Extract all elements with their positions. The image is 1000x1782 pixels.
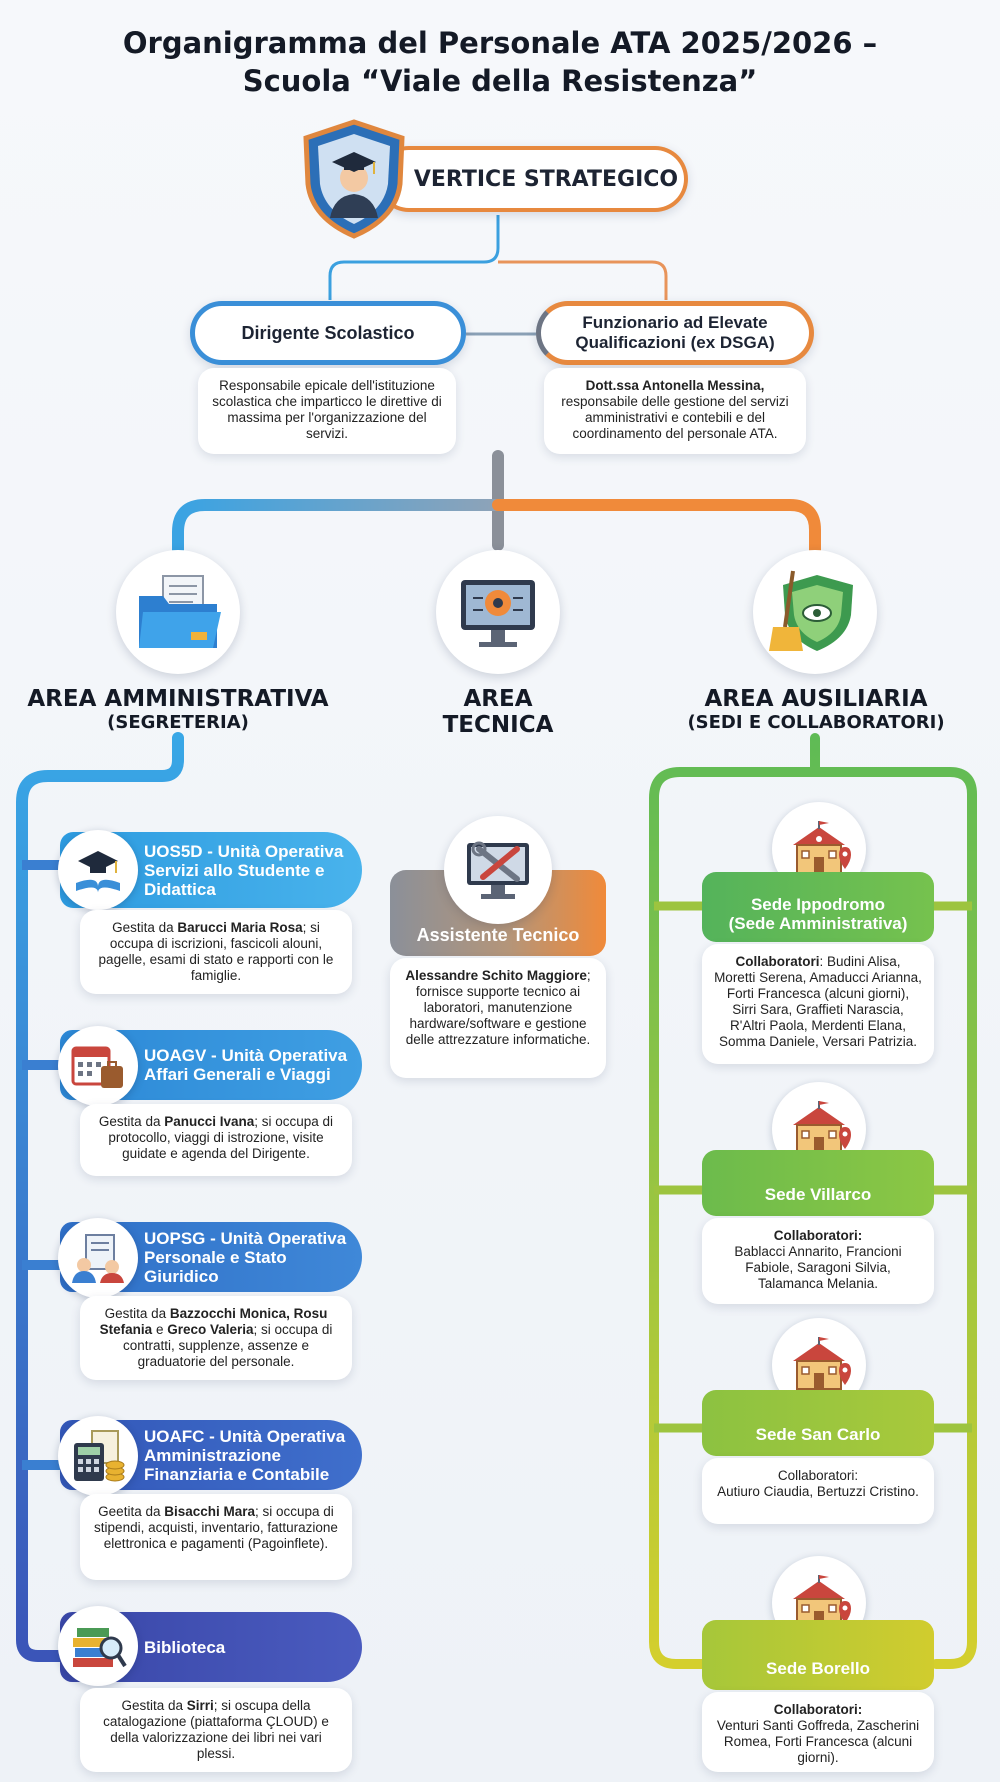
title-line-1: Organigramma del Personale ATA 2025/2026… [122,26,878,60]
vertice-strategico-box: VERTICE STRATEGICO [376,146,688,212]
unit-biblioteca-prefix: Gestita da [121,1698,187,1713]
computer-gear-icon [436,550,560,674]
title-line-2: Scuola “Viale della Resistenza” [242,64,758,98]
area-amministrativa-label: AREA AMMINISTRATIVA [27,686,329,712]
unit-uopsg-text: ; si occupa di contratti, supplenze, ass… [122,1322,333,1369]
dirigente-description-text: Responsabile epicale dell'istituzione sc… [212,378,442,441]
unit-uoafc-manager: Bisacchi Mara [164,1504,256,1519]
unit-uoagv-prefix: Gestita da [98,1114,165,1129]
sede-ippodromo-collab-label: Collaboratori [735,954,820,969]
unit-uoafc-text: ; si occupa di stipendi, acquisti, inven… [94,1504,338,1551]
sede-ippodromo-description: Collaboratori: Budini Alisa, Moretti Ser… [702,944,934,1064]
area-tecnica-label-1: AREA [463,686,533,712]
calendar-suitcase-icon [58,1026,138,1106]
unit-uoagv-description: Gestita da Panucci Ivana; si occupa di p… [80,1104,352,1176]
sede-villarco-description: Collaboratori:Bablacci Annarito, Francio… [702,1218,934,1304]
funzionario-label-1: Funzionario ad Elevate [582,313,768,332]
unit-biblioteca-title: Biblioteca [144,1637,226,1657]
unit-uos5d-text: ; si occupa di iscrizioni, fascicoli alo… [98,920,334,983]
unit-uoagv-title: UOAGV - Unità Operativa Affari Generali … [144,1046,348,1084]
unit-uopsg-joiner: e [152,1322,168,1337]
area-ausiliaria-subtitle: (SEDI E COLLABORATORI) [687,712,945,733]
dirigente-description: Responsabile epicale dell'istituzione sc… [198,368,456,454]
unit-uos5d-manager: Barucci Maria Rosa [177,920,303,935]
area-tecnica-label-2: TECNICA [442,712,554,738]
assistente-tecnico-text: ; fornisce supporte tecnico ai laborator… [405,968,591,1047]
assistente-tecnico-description: Alessandre Schito Maggiore; fornisce sup… [390,958,606,1078]
dirigente-label: Dirigente Scolastico [241,322,415,343]
sede-san-carlo-collab-label: Collaboratori [777,1468,855,1483]
sede-ippodromo-title-1: Sede Ippodromo [750,895,886,914]
area-amministrativa-title: AREA AMMINISTRATIVA (SEGRETERIA) [20,686,336,734]
calculator-coins-icon [58,1416,138,1496]
funzionario-box: Funzionario ad Elevate Qualificazioni (e… [536,301,814,365]
sede-san-carlo-members: Autiuro Ciaudia, Bertuzzi Cristino. [717,1484,919,1499]
unit-uoagv-text: ; si occupa di protocollo, viaggi di ist… [108,1114,334,1161]
graduation-book-icon [58,830,138,910]
funzionario-description-text: responsabile delle gestione del servizi … [561,394,789,441]
unit-uos5d-title: UOS5D - Unità Operativa Servizi allo Stu… [144,841,344,899]
unit-uopsg-description: Gestita da Bazzocchi Monica, Rosu Stefan… [80,1296,352,1380]
unit-uoagv-manager: Panucci Ivana [164,1114,255,1129]
assistente-tecnico-name: Alessandre Schito Maggiore [405,968,587,983]
unit-uos5d-description: Gestita da Barucci Maria Rosa; si occupa… [80,910,352,994]
unit-uoafc-prefix: Geetita da [98,1504,165,1519]
unit-uopsg-title: UOPSG - Unità Operativa Personale e Stat… [144,1228,347,1286]
sede-san-carlo-collab-sep: : [854,1468,859,1483]
sede-ippodromo-header: Sede Ippodromo (Sede Amministrativa) [702,872,934,942]
area-tecnica-title: AREA TECNICA [398,686,598,738]
area-amministrativa-subtitle: (SEGRETERIA) [107,712,249,733]
personnel-document-icon [58,1218,138,1298]
broom-shield-icon [753,550,877,674]
sede-villarco-members: Bablacci Annarito, Francioni Fabiole, Sa… [734,1244,902,1291]
sede-borello-description: Collaboratori:Venturi Santi Goffreda, Za… [702,1692,934,1772]
sede-san-carlo-header: Sede San Carlo [702,1390,934,1456]
funzionario-name: Dott.ssa Antonella Messina, [585,378,765,393]
funzionario-label-2: Qualificazioni (ex DSGA) [575,333,775,352]
unit-uos5d-prefix: Gestita da [112,920,178,935]
unit-uopsg-manager-2: Greco Valeria [167,1322,254,1337]
unit-uopsg-prefix: Gestita da [104,1306,170,1321]
funzionario-description: Dott.ssa Antonella Messina, responsabile… [544,368,806,454]
dirigente-scolastico-box: Dirigente Scolastico [190,301,466,365]
assistente-tecnico-label: Assistente Tecnico [416,925,580,945]
sede-borello-members: Venturi Santi Goffreda, Zascherini Romea… [716,1718,920,1765]
sede-villarco-collab-label: Collaboratori: [773,1228,863,1243]
sede-ippodromo-title-2: (Sede Amministrativa) [728,914,908,933]
sede-villarco-header: Sede Villarco [702,1150,934,1216]
books-magnifier-icon [58,1606,138,1686]
unit-biblioteca-text: ; si oscupa della catalogazione (piattaf… [103,1698,329,1761]
area-ausiliaria-label: AREA AUSILIARIA [704,686,928,712]
sede-borello-header: Sede Borello [702,1620,934,1690]
sede-ippodromo-collab-sep: : [819,954,827,969]
unit-biblioteca-description: Gestita da Sirri; si oscupa della catalo… [80,1688,352,1772]
vertice-label: VERTICE STRATEGICO [413,166,679,192]
unit-biblioteca-manager: Sirri [186,1698,214,1713]
unit-uopsg-manager: Bazzocchi Monica, Rosu Stefania [99,1306,328,1337]
folder-documents-icon [116,550,240,674]
unit-uoafc-description: Geetita da Bisacchi Mara; si occupa di s… [80,1494,352,1580]
sede-villarco-title: Sede Villarco [764,1184,872,1204]
sede-san-carlo-title: Sede San Carlo [755,1424,881,1444]
graduate-shield-icon [300,118,408,240]
unit-uoafc-title: UOAFC - Unità Operativa Amministrazione … [144,1426,346,1484]
sede-borello-collab-label: Collaboratori: [773,1702,863,1717]
sede-ippodromo-members: Budini Alisa, Moretti Serena, Amaducci A… [714,954,922,1049]
tools-monitor-icon [444,816,552,924]
sede-san-carlo-description: Collaboratori:Autiuro Ciaudia, Bertuzzi … [702,1458,934,1524]
sede-borello-title: Sede Borello [766,1658,870,1678]
area-ausiliaria-title: AREA AUSILIARIA (SEDI E COLLABORATORI) [660,686,972,734]
page-title: Organigramma del Personale ATA 2025/2026… [0,24,1000,100]
